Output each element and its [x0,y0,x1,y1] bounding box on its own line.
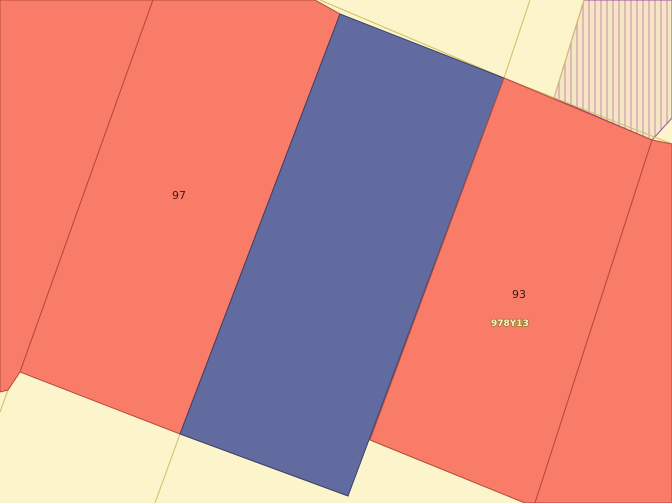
parcel-label-97: 97 [172,189,186,202]
road-line [154,433,181,503]
parcel-selected[interactable] [179,13,505,497]
road-line [319,0,505,79]
parcel-93[interactable] [369,77,653,503]
road-line [553,0,585,99]
parcel-left-edge[interactable] [0,0,154,393]
road-line [503,77,672,145]
parcel-label-93: 93 [512,288,526,301]
parcel-ref-978y13: 978Y13 [491,319,529,329]
road-line [503,0,531,79]
road-line [0,389,9,413]
parcel-right-edge[interactable] [534,139,672,503]
